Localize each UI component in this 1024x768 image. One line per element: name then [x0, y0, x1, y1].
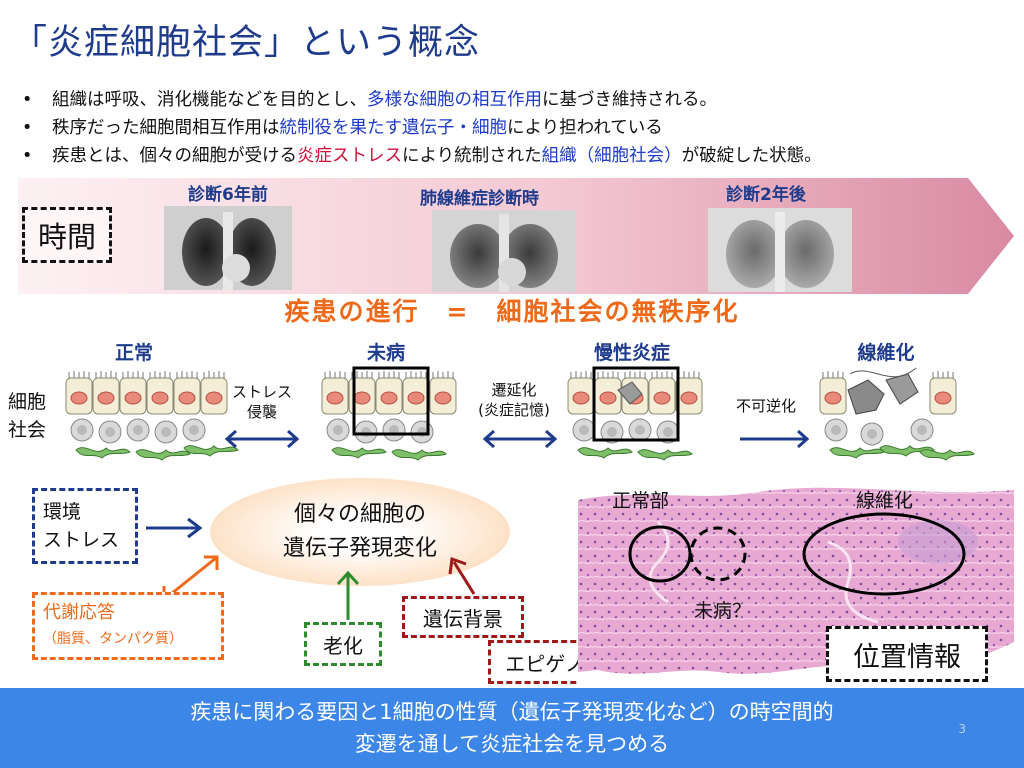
- bullet-text-part: に基づき維持される。: [542, 90, 717, 110]
- aging-box: 老化: [304, 622, 382, 666]
- env-stress-line2: ストレス: [43, 529, 120, 551]
- env-stress-box: 環境 ストレス: [32, 488, 138, 564]
- stage-label-chronic: 慢性炎症: [593, 342, 670, 364]
- label-stress-line2: 侵襲: [246, 403, 277, 421]
- bullet-dot: •: [22, 118, 33, 138]
- bullet-text-part: により統制された: [402, 146, 542, 166]
- bullet-text-part: 疾患とは、個々の細胞が受ける: [52, 146, 297, 166]
- bullet-text-part: により担われている: [507, 118, 663, 138]
- bullet-text-part: が破綻した状態。: [681, 146, 822, 166]
- bullet-text: 秩序だった細胞間相互作用は統制役を果たす遺伝子・細胞により担われている: [52, 114, 663, 142]
- genetic-box: 遺伝背景: [402, 596, 524, 638]
- position-info-label: 位置情報: [853, 641, 961, 673]
- label-delayed-line1: 遷延化: [491, 381, 537, 399]
- stage-label-normal: 正常: [114, 342, 153, 364]
- bullet-text-part: 組織（細胞社会）: [541, 146, 682, 166]
- env-stress-line1: 環境: [43, 501, 82, 523]
- arrow-aging-up: [336, 570, 360, 620]
- bullet-dot: •: [22, 90, 33, 110]
- stage-label-pre-disease: 未病: [366, 342, 405, 364]
- metabolic-line1: 代謝応答: [43, 602, 115, 623]
- footer-line1: 疾患に関わる要因と1細胞の性質（遺伝子発現変化など）の時空間的: [190, 700, 834, 724]
- metabolic-box: 代謝応答 （脂質、タンパク質）: [32, 592, 224, 660]
- time-label: 時間: [37, 220, 96, 254]
- timeline-label-2y-after: 診断2年後: [726, 185, 806, 205]
- genetic-label: 遺伝背景: [423, 606, 503, 631]
- bullet-item: • 疾患とは、個々の細胞が受ける炎症ストレスにより統制された組織（細胞社会）が破綻…: [22, 142, 822, 170]
- label-delayed-line2: (炎症記憶): [478, 401, 550, 419]
- slide-title: 「炎症細胞社会」という概念: [12, 23, 481, 63]
- metabolic-line2: （脂質、タンパク質）: [43, 631, 183, 647]
- label-delayed: 遷延化 (炎症記憶): [458, 380, 570, 420]
- gene-expression-line2: 遺伝子発現変化: [282, 536, 437, 561]
- footer-banner: 疾患に関わる要因と1細胞の性質（遺伝子発現変化など）の時空間的 変遷を通して炎症…: [0, 688, 1024, 768]
- bullet-text-part: 統制役を果たす遺伝子・細胞: [279, 118, 508, 138]
- bullet-list: •組織は呼吸、消化機能などを目的とし、多様な細胞の相互作用に基づき維持される。•…: [22, 86, 822, 170]
- histology-label-fibrosis: 線維化: [856, 490, 914, 512]
- cell-society-line2: 社会: [8, 419, 47, 441]
- bullet-item: • 秩序だった細胞間相互作用は統制役を果たす遺伝子・細胞により担われている: [22, 114, 822, 142]
- footer-line2: 変遷を通して炎症社会を見つめる: [354, 732, 670, 756]
- bullet-item: • 組織は呼吸、消化機能などを目的とし、多様な細胞の相互作用に基づき維持される。: [22, 86, 822, 114]
- cell-society-label: 細胞 社会: [8, 388, 46, 444]
- double-arrow-2: [482, 429, 558, 449]
- stage-label-fibrosis: 線維化: [857, 342, 915, 364]
- timeline-label-6y-before: 診断6年前: [188, 185, 268, 205]
- cell-society-diagrams: [65, 366, 975, 461]
- aging-label: 老化: [323, 633, 363, 658]
- right-arrow-irreversible: [740, 429, 810, 449]
- bullet-text-part: 組織は呼吸、消化機能などを目的とし、: [52, 90, 367, 110]
- label-irreversible: 不可逆化: [735, 397, 796, 415]
- timeline-label-diagnosis: 肺線維症診断時: [420, 189, 539, 209]
- time-label-box: 時間: [22, 207, 112, 263]
- bullet-text-part: 多様な細胞の相互作用: [367, 90, 542, 110]
- double-arrow-1: [224, 429, 300, 449]
- bullet-dot: •: [22, 146, 33, 166]
- gene-expression-ellipse: 個々の細胞の 遺伝子発現変化: [210, 478, 510, 586]
- page-number: 3: [958, 722, 966, 736]
- arrow-env-to-center: [146, 517, 203, 539]
- xray-image-diagnosis: [432, 210, 576, 292]
- label-stress-invasion: ストレス 侵襲: [220, 382, 304, 422]
- position-info-box: 位置情報: [826, 626, 988, 682]
- bullet-text-part: 炎症ストレス: [297, 146, 402, 166]
- label-stress-line1: ストレス: [231, 383, 292, 401]
- xray-image-2y-after: [708, 208, 852, 292]
- bullet-text: 組織は呼吸、消化機能などを目的とし、多様な細胞の相互作用に基づき維持される。: [52, 86, 717, 114]
- arrow-genetic-up: [448, 556, 476, 595]
- xray-image-6y-before: [164, 206, 292, 290]
- gene-expression-line1: 個々の細胞の: [293, 502, 426, 527]
- histology-label-normal: 正常部: [612, 490, 670, 512]
- cell-society-line1: 細胞: [8, 391, 47, 413]
- bullet-text: 疾患とは、個々の細胞が受ける炎症ストレスにより統制された組織（細胞社会）が破綻し…: [52, 142, 822, 170]
- progress-title: 疾患の進行 = 細胞社会の無秩序化: [284, 297, 740, 326]
- histology-label-pre-disease: 未病？: [694, 600, 752, 622]
- bullet-text-part: 秩序だった細胞間相互作用は: [52, 118, 280, 138]
